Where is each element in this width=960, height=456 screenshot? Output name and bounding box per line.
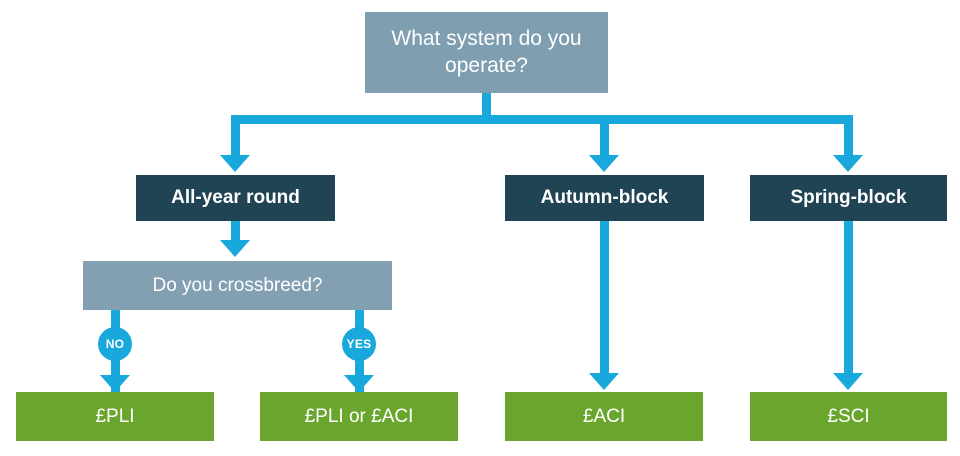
- arrowhead-spring-to-sci: [833, 373, 863, 390]
- node-result-pli-or-aci[interactable]: £PLI or £ACI: [260, 392, 458, 441]
- connector-horizontal-bus: [231, 115, 853, 124]
- arrowhead-yes-branch: [344, 375, 374, 392]
- connector-autumn-to-aci: [600, 221, 609, 381]
- edge-label-yes: YES: [342, 327, 376, 361]
- node-root-question-label: What system do you operate?: [391, 27, 582, 77]
- node-result-aci-label: £ACI: [582, 405, 626, 427]
- edge-label-yes-text: YES: [346, 337, 372, 351]
- arrowhead-crossbreed: [220, 240, 250, 257]
- node-system-all-year-round[interactable]: All-year round: [136, 175, 335, 221]
- node-result-sci-label: £SCI: [827, 405, 870, 427]
- node-question-crossbreed[interactable]: Do you crossbreed?: [83, 261, 392, 310]
- node-system-all-year-round-label: All-year round: [171, 187, 300, 209]
- connector-branch-autumn: [600, 115, 609, 160]
- connector-all-year-to-crossbreed: [231, 221, 240, 243]
- node-question-crossbreed-label: Do you crossbreed?: [152, 274, 323, 296]
- connector-branch-all-year: [231, 115, 240, 160]
- node-system-spring-block[interactable]: Spring-block: [750, 175, 947, 221]
- edge-label-no: NO: [98, 327, 132, 361]
- connector-root-stem: [482, 93, 491, 119]
- node-root-question[interactable]: What system do you operate?: [365, 12, 608, 93]
- arrowhead-spring: [833, 155, 863, 172]
- arrowhead-all-year: [220, 155, 250, 172]
- node-result-pli[interactable]: £PLI: [16, 392, 214, 441]
- node-system-autumn-block-label: Autumn-block: [540, 187, 669, 209]
- node-result-pli-label: £PLI: [95, 405, 135, 427]
- node-system-autumn-block[interactable]: Autumn-block: [505, 175, 704, 221]
- node-system-spring-block-label: Spring-block: [790, 187, 907, 209]
- arrowhead-no-branch: [100, 375, 130, 392]
- edge-label-no-text: NO: [105, 337, 125, 351]
- node-result-pli-or-aci-label: £PLI or £ACI: [304, 405, 414, 427]
- node-result-sci[interactable]: £SCI: [750, 392, 947, 441]
- arrowhead-autumn: [589, 155, 619, 172]
- connector-branch-spring: [844, 115, 853, 160]
- arrowhead-autumn-to-aci: [589, 373, 619, 390]
- connector-spring-to-sci: [844, 221, 853, 381]
- node-result-aci[interactable]: £ACI: [505, 392, 703, 441]
